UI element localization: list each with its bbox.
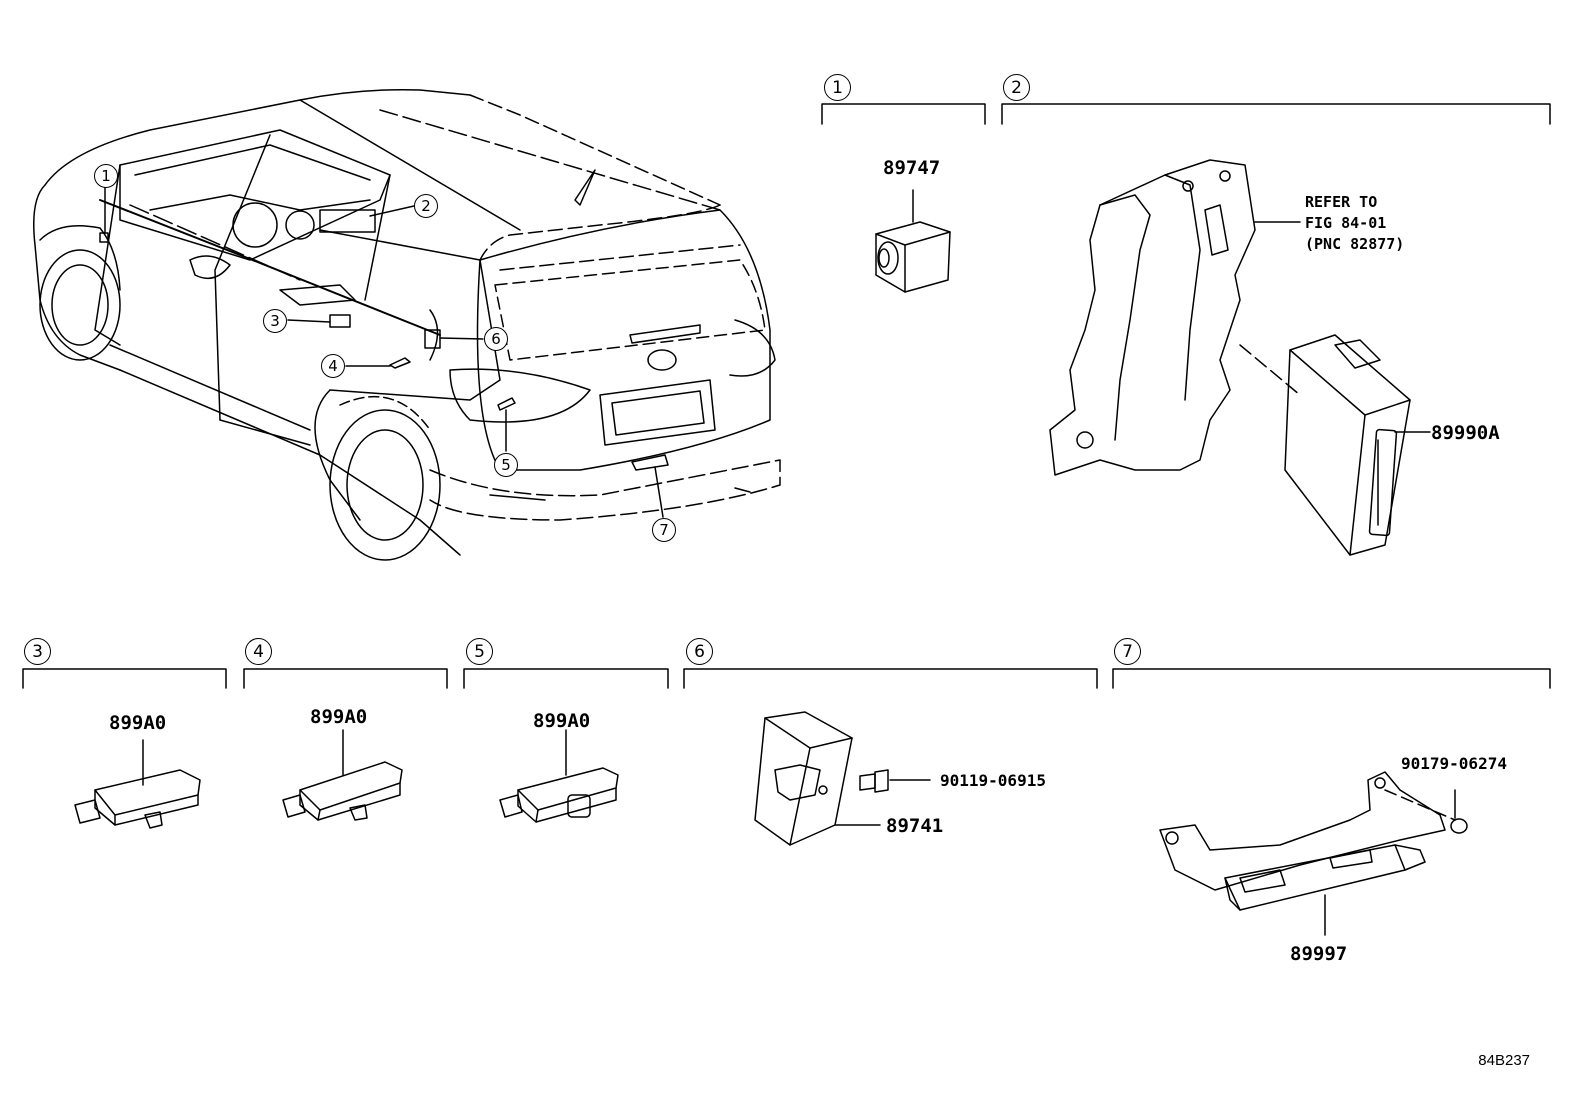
part-number-899A0-group-4[interactable]: 899A0 — [310, 706, 368, 728]
group-brackets-bottom — [22, 668, 1551, 689]
group-callout-2: 2 — [1003, 74, 1030, 101]
callout-3-vehicle: 3 — [263, 309, 287, 333]
part-89747-illustration — [875, 189, 951, 293]
part-89997-illustration — [1159, 771, 1468, 936]
part-number-90179-06274[interactable]: 90179-06274 — [1401, 754, 1507, 773]
part-number-899A0-group-3[interactable]: 899A0 — [109, 712, 167, 734]
part-899A0-illustration-4 — [282, 729, 403, 821]
group-callout-4: 4 — [245, 638, 272, 665]
part-89990A-illustration — [1049, 159, 1431, 556]
part-89741-illustration — [754, 711, 931, 846]
vehicle-illustration — [33, 88, 781, 561]
group-callout-5: 5 — [466, 638, 493, 665]
callout-1-vehicle: 1 — [94, 164, 118, 188]
part-number-89741[interactable]: 89741 — [886, 815, 944, 837]
callout-7-vehicle: 7 — [652, 518, 676, 542]
reference-note-line-2: FIG 84-01 — [1305, 214, 1387, 232]
part-number-899A0-group-5[interactable]: 899A0 — [533, 710, 591, 732]
part-number-89747[interactable]: 89747 — [883, 157, 941, 179]
callout-2-vehicle: 2 — [414, 194, 438, 218]
group-callout-7: 7 — [1114, 638, 1141, 665]
group-callout-1: 1 — [824, 74, 851, 101]
callout-4-vehicle: 4 — [321, 354, 345, 378]
group-callout-6: 6 — [686, 638, 713, 665]
part-number-90119-06915[interactable]: 90119-06915 — [940, 771, 1046, 790]
part-899A0-illustration-5 — [499, 729, 619, 823]
reference-note-line-3: (PNC 82877) — [1305, 235, 1405, 253]
part-899A0-illustration-3 — [74, 739, 201, 829]
figure-code: 84B237 — [1478, 1052, 1530, 1069]
callout-5-vehicle: 5 — [494, 453, 518, 477]
callout-6-vehicle: 6 — [484, 327, 508, 351]
group-callout-3: 3 — [24, 638, 51, 665]
group-brackets-top — [821, 103, 1551, 125]
part-number-89997[interactable]: 89997 — [1290, 943, 1348, 965]
reference-note-line-1: REFER TO — [1305, 193, 1378, 211]
part-number-89990A[interactable]: 89990A — [1431, 422, 1500, 444]
reference-note: REFER TO FIG 84-01 (PNC 82877) — [1305, 192, 1404, 255]
